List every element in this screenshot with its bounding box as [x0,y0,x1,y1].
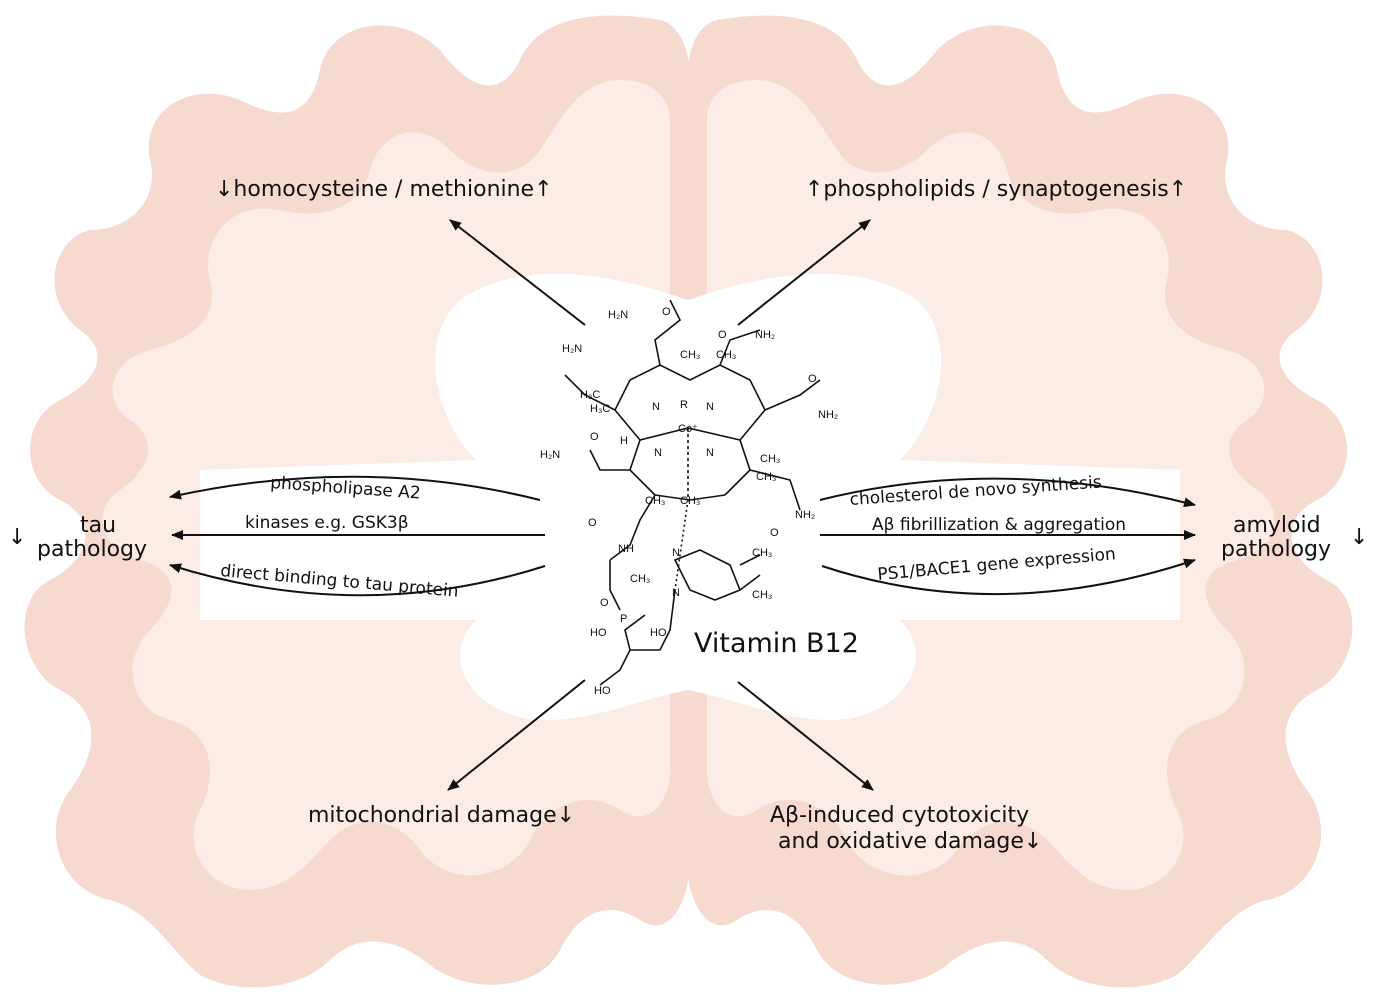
arrow-amyloid-gene-expression [821,558,1196,595]
arrow-top-right [737,219,871,326]
arrow-amyloid-cholesterol [819,477,1196,508]
tau-label-line1: tau [80,513,116,538]
brain-background [24,15,1353,988]
tau-arrows [169,475,546,597]
effect-homocysteine: ↓homocysteine / methionine↑ [215,177,553,202]
tau-mechanism-2: kinases e.g. GSK3β [245,513,409,533]
chem-label: N [652,401,660,413]
arrow-tau-direct-binding [169,563,546,597]
chem-label: N [654,447,662,459]
chem-label: H₃C [590,403,610,415]
chem-label: CH₃ [645,495,665,507]
chem-label: NH [618,543,634,555]
vitamin-b12-labels: H₂N O H₂N NH₂ O CH₃ CH₃ O NH₂ H₃C H₃C N … [540,306,838,697]
chem-label: H₂N [540,449,560,461]
chem-label: H [620,435,628,447]
chem-label: CH₃ [756,471,776,483]
chem-label: HO [594,685,611,697]
vitamin-b12-structure [564,299,821,686]
chem-label: R [680,399,688,411]
chem-label: O [600,597,609,609]
arrow-top-left [449,219,586,326]
chem-label: O [590,431,599,443]
chem-label: P [620,613,627,625]
chem-label: CH₃ [760,453,780,465]
chem-label: H₃C [580,389,600,401]
chem-label: O [588,517,597,529]
effect-abeta-cytotoxicity-line1: Aβ-induced cytotoxicity [770,803,1029,828]
chem-label: N [706,447,714,459]
chem-label: NH₂ [795,509,815,521]
molecule-name: Vitamin B12 [694,628,859,659]
effect-abeta-cytotoxicity-line2: and oxidative damage↓ [778,829,1042,854]
chem-label: O [770,527,779,539]
chem-label: N [672,547,680,559]
chem-label: O [808,373,817,385]
chem-label: CH₃ [680,495,700,507]
arrow-tau-phospholipase [169,475,541,501]
chem-label: NH₂ [755,329,775,341]
chem-label: N [706,401,714,413]
chem-label: CH₃ [680,349,700,361]
chem-label: Co⁺ [678,423,698,435]
effect-mitochondrial: mitochondrial damage↓ [308,803,575,828]
chem-label: HO [650,627,667,639]
arrow-bottom-left [447,679,586,791]
chem-label: CH₃ [716,349,736,361]
chem-label: N [672,587,680,599]
chem-label: NH₂ [818,409,838,421]
chem-label: O [662,306,671,318]
chem-label: CH₃ [630,573,650,585]
effect-phospholipids: ↑phospholipids / synaptogenesis↑ [805,177,1187,202]
amyloid-label-line2: pathology [1221,537,1331,562]
central-white-region [200,273,1180,720]
tau-arrow-sign: ↓ [8,525,26,550]
arrow-bottom-right [737,681,874,791]
chem-label: CH₃ [752,589,772,601]
amyloid-mechanism-2: Aβ fibrillization & aggregation [872,515,1126,535]
chem-label: H₂N [562,343,582,355]
amyloid-label-line1: amyloid [1233,513,1321,538]
chem-label: CH₃ [752,547,772,559]
tau-label-line2: pathology [37,537,147,562]
amyloid-arrows [819,477,1196,595]
effect-arrows [447,219,874,791]
chem-label: HO [590,627,607,639]
chem-label: O [718,329,727,341]
amyloid-arrow-sign: ↓ [1350,525,1368,550]
chem-label: H₂N [608,309,628,321]
